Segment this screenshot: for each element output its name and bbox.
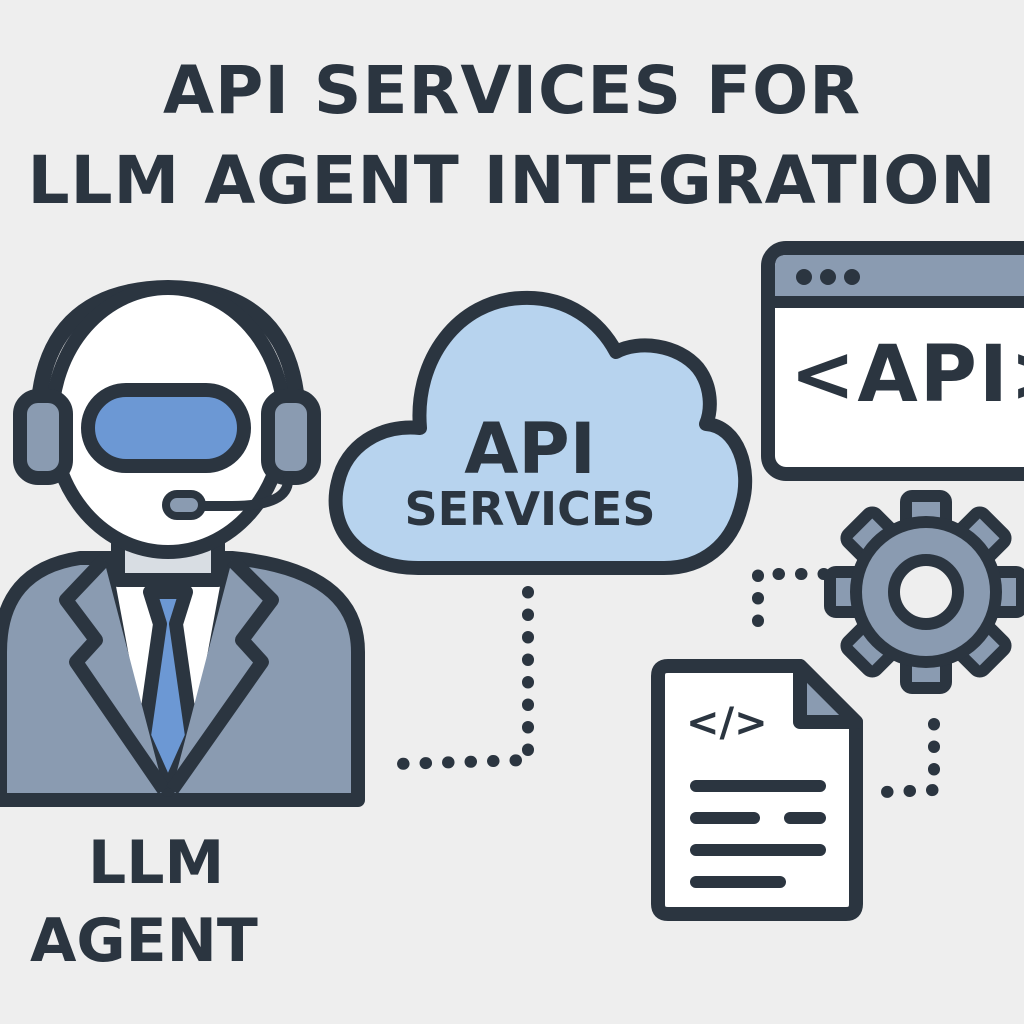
agent-lapel-right bbox=[166, 555, 279, 795]
browser-window-icon bbox=[761, 241, 1024, 481]
agent-ear-cup-left bbox=[13, 389, 73, 485]
agent-mic-boom bbox=[191, 473, 293, 511]
window-dot-3 bbox=[844, 269, 860, 285]
cloud-icon bbox=[328, 290, 753, 575]
connector-gear-to-code bbox=[752, 568, 830, 646]
agent-ear-cup-right bbox=[261, 389, 321, 485]
diagram-title-line-2: LLM AGENT INTEGRATION bbox=[27, 142, 997, 219]
connector-agent-to-cloud bbox=[389, 586, 534, 770]
connector-code-to-gear bbox=[878, 718, 940, 798]
diagram-title-line-1: API SERVICES FOR bbox=[162, 52, 862, 129]
code-file-lines bbox=[690, 780, 826, 888]
agent-label-line-1: LLM bbox=[88, 828, 225, 898]
code-tag-label: </> bbox=[686, 700, 768, 746]
code-file-icon bbox=[651, 659, 863, 921]
gear-icon bbox=[824, 490, 1024, 694]
window-api-label: <API> bbox=[790, 330, 1024, 420]
cloud-label-line-1: API bbox=[464, 408, 596, 490]
agent-visor bbox=[81, 383, 251, 473]
code-file-fold bbox=[793, 659, 863, 729]
window-dot-1 bbox=[796, 269, 812, 285]
window-title-bar bbox=[775, 255, 1024, 300]
gear-hole bbox=[888, 554, 964, 630]
cloud-label-line-2: SERVICES bbox=[404, 482, 656, 536]
headset-agent-icon bbox=[0, 280, 365, 807]
agent-mic-tip bbox=[162, 490, 206, 520]
window-dot-2 bbox=[820, 269, 836, 285]
agent-lapel-left bbox=[59, 555, 170, 794]
agent-label-line-2: AGENT bbox=[30, 906, 258, 976]
